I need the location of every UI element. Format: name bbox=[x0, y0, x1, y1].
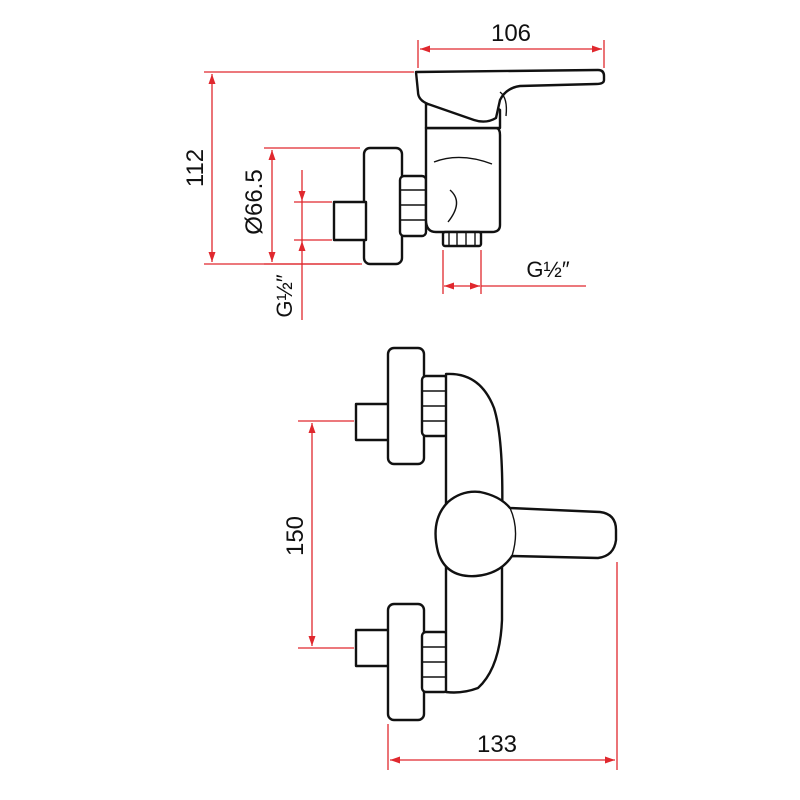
dim-overall-width-label: 133 bbox=[477, 731, 517, 758]
dim-width-106: 106 bbox=[417, 20, 605, 68]
side-inlet-stub bbox=[332, 200, 368, 242]
side-bottom-outlet bbox=[441, 230, 483, 248]
side-lever-handle bbox=[414, 68, 606, 123]
dim-outlet-thread-label: G½″ bbox=[526, 257, 569, 282]
side-wall-flange bbox=[362, 146, 404, 266]
dim-inlet-spacing-label: 150 bbox=[282, 516, 309, 556]
dim-inlet-thread: G½″ bbox=[272, 170, 332, 320]
dim-inlet-spacing-150: 150 bbox=[282, 420, 354, 649]
front-lower-inlet bbox=[354, 602, 450, 722]
dim-diameter-label: Ø66.5 bbox=[241, 169, 268, 234]
dim-overall-width-133: 133 bbox=[387, 562, 618, 770]
dim-outlet-thread: G½″ bbox=[442, 250, 586, 294]
dim-diameter-665: Ø66.5 bbox=[241, 147, 360, 265]
dim-width-label: 106 bbox=[491, 20, 531, 47]
dim-height-label: 112 bbox=[182, 149, 209, 187]
side-hex-nut bbox=[398, 174, 428, 238]
front-view: 150 133 bbox=[282, 346, 618, 770]
side-view: 106 112 Ø66.5 G½″ bbox=[182, 20, 606, 320]
dim-height-112: 112 bbox=[182, 71, 414, 265]
front-upper-inlet bbox=[354, 346, 450, 466]
dim-inlet-thread-label: G½″ bbox=[272, 274, 297, 317]
front-lever-handle bbox=[434, 490, 618, 578]
side-mixer-body bbox=[424, 126, 502, 234]
